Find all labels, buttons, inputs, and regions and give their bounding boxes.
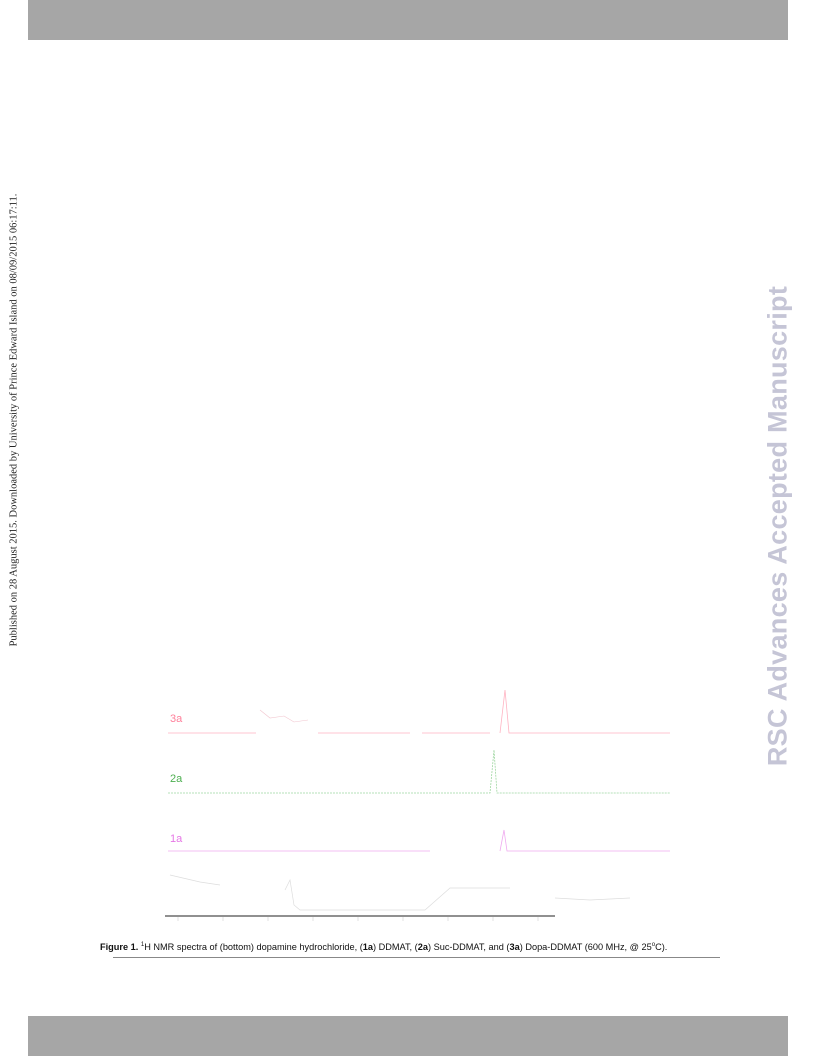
caption-superscript: 1 <box>140 942 145 948</box>
footer-bar <box>28 1016 788 1056</box>
caption-text-2: ) DDMAT, ( <box>372 942 418 953</box>
structure-sketch-3a <box>259 709 309 723</box>
figure-caption: Figure 1. 1H NMR spectra of (bottom) dop… <box>100 942 740 952</box>
caption-text-1: H NMR spectra of (bottom) dopamine hydro… <box>144 942 363 953</box>
caption-compound-2a: 2a <box>417 942 428 953</box>
spectrum-trace-2a <box>168 749 670 794</box>
caption-compound-3a: 3a <box>509 942 520 953</box>
spectrum-label-3a: 3a <box>170 713 183 725</box>
spectrum-trace-dopamine <box>169 874 631 911</box>
caption-text-5: C). <box>655 942 668 953</box>
accepted-manuscript-watermark: RSC Advances Accepted Manuscript <box>762 285 793 767</box>
spectrum-label-1a: 1a <box>170 833 183 845</box>
header-bar <box>28 0 788 40</box>
caption-compound-1a: 1a <box>362 942 373 953</box>
x-axis-ticks <box>177 917 539 921</box>
spectrum-trace-3a <box>168 689 670 734</box>
publication-note: Published on 28 August 2015. Downloaded … <box>8 193 20 647</box>
spectrum-label-2a: 2a <box>170 773 183 785</box>
nmr-spectra-svg: 3a 2a 1a <box>165 689 670 921</box>
caption-text-4: ) Dopa-DDMAT (600 MHz, @ 25 <box>519 942 652 953</box>
nmr-figure: 3a 2a 1a <box>160 630 670 935</box>
caption-label: Figure 1. <box>100 942 139 953</box>
spectrum-trace-1a <box>168 829 670 852</box>
caption-rule <box>113 957 720 958</box>
caption-degree: o <box>651 942 656 948</box>
caption-text-3: ) Suc-DDMAT, and ( <box>427 942 510 953</box>
